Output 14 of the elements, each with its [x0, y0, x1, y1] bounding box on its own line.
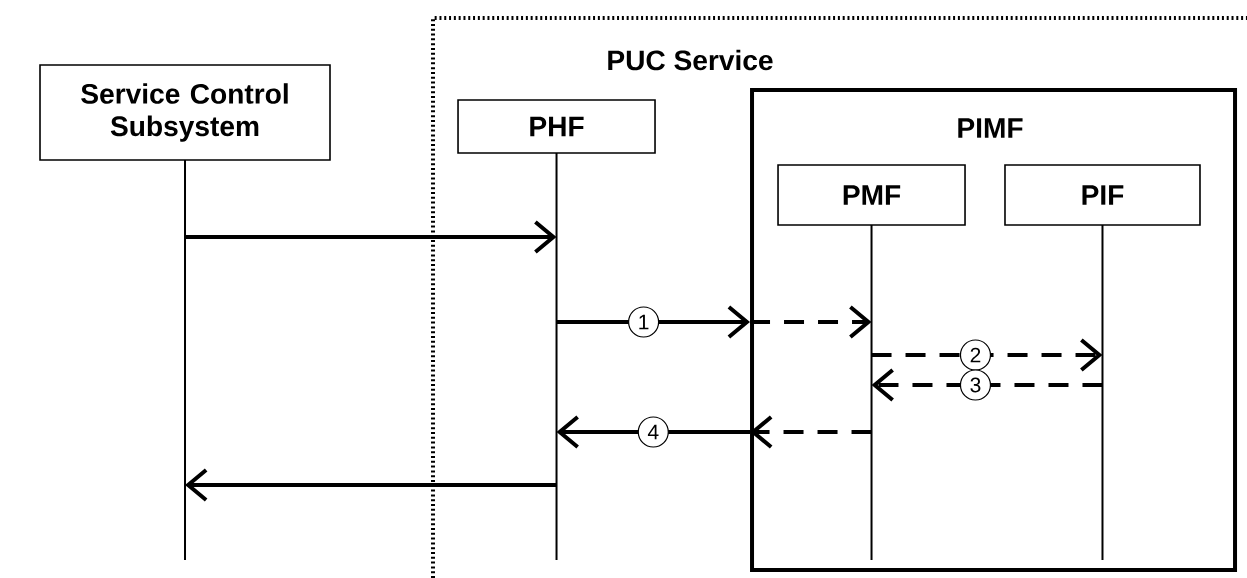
arrow	[556, 305, 751, 339]
step-number: 2	[970, 347, 981, 363]
arrow	[185, 468, 557, 502]
step-number: 3	[970, 377, 981, 393]
participant-lifeline: PMF	[777, 164, 966, 561]
participant-lifeline: PIF	[1004, 164, 1201, 561]
participant-lifeline: Service Control Subsystem	[39, 64, 331, 561]
arrow	[556, 415, 751, 449]
arrow	[185, 220, 557, 254]
arrow	[750, 305, 872, 339]
step-number: 4	[647, 424, 659, 440]
arrow	[871, 368, 1103, 402]
step-number: 1	[639, 314, 649, 330]
arrow	[871, 338, 1103, 372]
